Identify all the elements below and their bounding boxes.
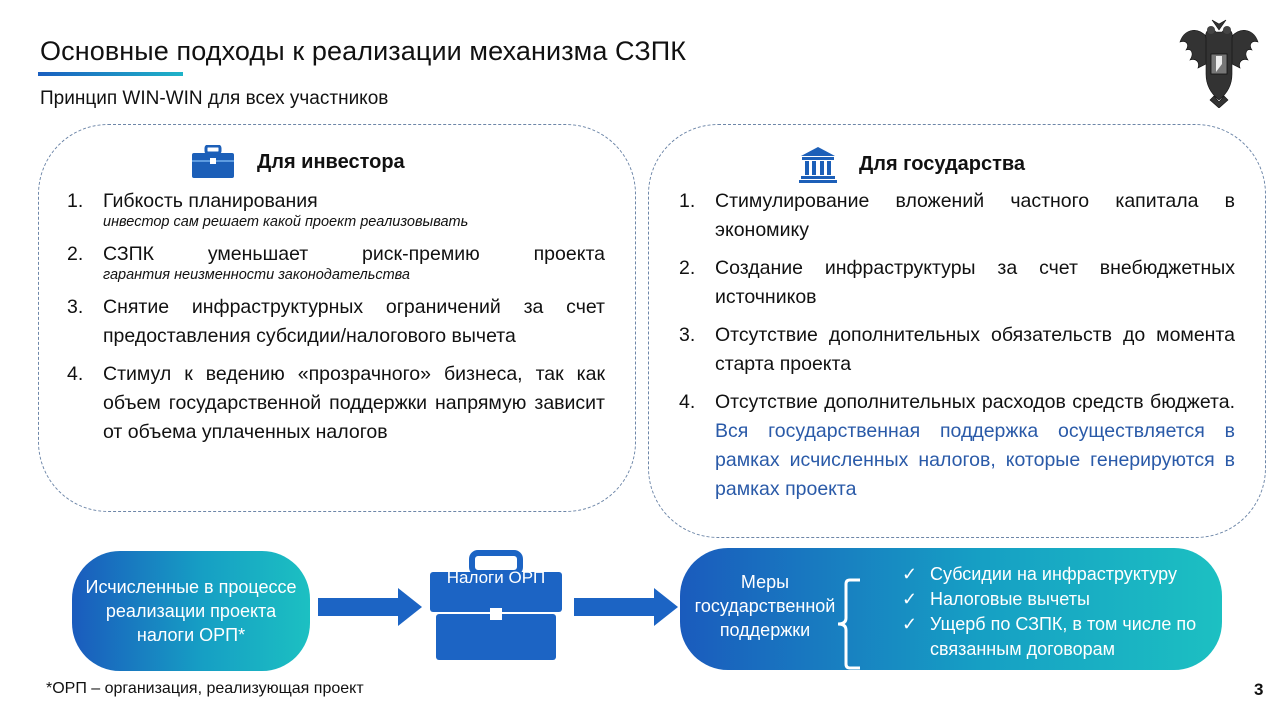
checkmark-icon: ✓ [902, 589, 918, 609]
government-building-icon [799, 147, 837, 183]
item-note: инвестор сам решает какой проект реализо… [103, 214, 469, 230]
page-title: Основные подходы к реализации механизма … [40, 36, 687, 66]
item-text: Гибкость планирования [103, 190, 318, 212]
list-item: 2. Создание инфраструктуры за счет внебю… [679, 254, 1235, 312]
list-item: 3. Снятие инфраструктурных ограничений з… [67, 293, 605, 351]
checkmark-icon: ✓ [902, 614, 918, 634]
measure-text: Субсидии на инфраструктуру [930, 564, 1177, 584]
support-measures-label: Меры государственной поддержки [694, 572, 836, 640]
arrow-right-icon [318, 588, 422, 626]
list-item: 4. Стимул к ведению «прозрачного» бизнес… [67, 360, 605, 447]
arrow-right-icon [574, 588, 678, 626]
list-item: 4. Отсутствие дополнительных расходов ср… [679, 388, 1235, 504]
item-number: 4. [67, 363, 84, 385]
tax-source-label: Исчисленные в процессе реализации проект… [85, 577, 297, 645]
list-item: ✓ Субсидии на инфраструктуру [902, 562, 1200, 587]
item-number: 1. [67, 190, 84, 212]
measure-text: Ущерб по СЗПК, в том числе по связанным … [930, 614, 1197, 659]
item-number: 2. [67, 243, 84, 265]
measure-text: Налоговые вычеты [930, 589, 1090, 609]
checkmark-icon: ✓ [902, 564, 918, 584]
state-list: 1. Стимулирование вложений частного капи… [679, 187, 1235, 513]
item-text: Стимул к ведению «прозрачного» бизнеса, … [103, 363, 605, 443]
state-heading: Для государства [859, 152, 1026, 175]
list-item: 1. Гибкость планирования инвестор сам ре… [67, 187, 605, 231]
item-text: Отсутствие дополнительных обязательств д… [715, 324, 1235, 375]
item-number: 4. [679, 391, 696, 413]
investor-heading: Для инвестора [257, 150, 405, 173]
item-number: 1. [679, 190, 696, 212]
page-subtitle: Принцип WIN-WIN для всех участников [40, 88, 389, 109]
item-text: Стимулирование вложений частного капитал… [715, 190, 1235, 241]
page-number: 3 [1254, 680, 1264, 699]
support-measures-list: ✓ Субсидии на инфраструктуру ✓ Налоговые… [902, 562, 1200, 662]
investor-list: 1. Гибкость планирования инвестор сам ре… [67, 187, 605, 456]
item-text: СЗПК уменьшает риск-премию проекта [103, 243, 605, 265]
item-text: Снятие инфраструктурных ограничений за с… [103, 296, 605, 347]
footnote: *ОРП – организация, реализующая проект [46, 680, 364, 697]
list-item: ✓ Налоговые вычеты [902, 587, 1200, 612]
brace-icon [837, 578, 860, 670]
item-text: Отсутствие дополнительных расходов средс… [715, 391, 1235, 413]
item-note: гарантия неизменности законодательства [103, 267, 410, 283]
title-underline [38, 72, 183, 76]
briefcase-icon [192, 145, 234, 178]
list-item: 2. СЗПК уменьшает риск-премию проекта га… [67, 240, 605, 284]
item-text: Создание инфраструктуры за счет внебюдже… [715, 257, 1235, 308]
item-number: 3. [67, 296, 84, 318]
item-number: 2. [679, 257, 696, 279]
investor-panel: Для инвестора 1. Гибкость планирования и… [38, 124, 636, 512]
list-item: 3. Отсутствие дополнительных обязательст… [679, 321, 1235, 379]
taxes-label: Налоги ОРП [446, 568, 546, 587]
support-measures-pill: Меры государственной поддержки ✓ Субсиди… [680, 548, 1222, 670]
list-item: 1. Стимулирование вложений частного капи… [679, 187, 1235, 245]
coat-of-arms-icon [1179, 19, 1259, 108]
tax-source-pill: Исчисленные в процессе реализации проект… [72, 551, 310, 671]
list-item: ✓ Ущерб по СЗПК, в том числе по связанны… [902, 612, 1200, 662]
item-number: 3. [679, 324, 696, 346]
item-highlight-text: Вся государственная поддержка осуществля… [715, 420, 1235, 500]
briefcase-icon [430, 550, 562, 660]
state-panel: Для государства 1. Стимулирование вложен… [648, 124, 1266, 538]
